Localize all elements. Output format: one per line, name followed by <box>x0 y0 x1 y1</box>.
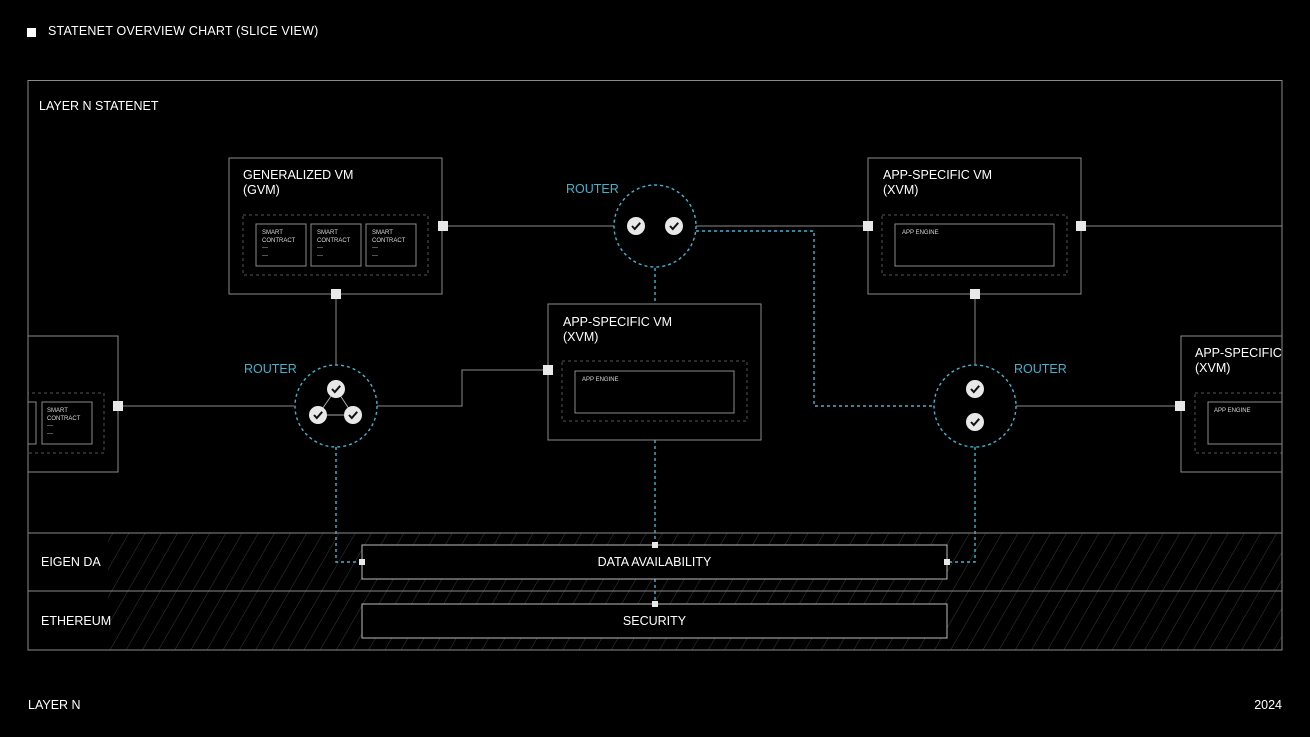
footer-year: 2024 <box>1254 698 1282 712</box>
header-bullet-icon <box>27 28 36 37</box>
check-icon <box>327 380 345 398</box>
check-icon <box>627 217 645 235</box>
check-icon <box>665 217 683 235</box>
check-icon <box>309 406 327 424</box>
router-left-label: ROUTER <box>244 362 297 376</box>
page-title: STATENET OVERVIEW CHART (SLICE VIEW) <box>48 24 319 38</box>
gvm-box <box>228 157 443 295</box>
check-icon <box>966 413 984 431</box>
xvm-top-box <box>867 157 1082 295</box>
router-top-label: ROUTER <box>566 182 619 196</box>
gvm-title: GENERALIZED VM(GVM) <box>243 168 354 197</box>
xvm-top-engine-label: APP ENGINE <box>902 230 939 236</box>
eigen-da-label: EIGEN DA <box>41 555 101 569</box>
router-circles <box>294 184 1017 448</box>
router-top-circle <box>613 184 697 268</box>
router-right-label: ROUTER <box>1014 362 1067 376</box>
xvm-top-title: APP-SPECIFIC VM(XVM) <box>883 168 993 197</box>
xvm-center-title: APP-SPECIFIC VM(XVM) <box>563 315 673 344</box>
statenet-frame <box>27 80 1283 651</box>
xvm-center-box <box>547 303 762 441</box>
router-left-circle <box>294 364 378 448</box>
check-icon <box>966 380 984 398</box>
data-availability-box: DATA AVAILABILITY <box>597 555 712 569</box>
dashed-connectors <box>335 230 976 604</box>
xvm-right-clip: APP-SPECIFIC(XVM) APP ENGINE <box>1183 330 1282 480</box>
xvm-right-engine-label: APP ENGINE <box>1214 408 1251 414</box>
xvm-right-title: APP-SPECIFIC(XVM) <box>1195 346 1282 375</box>
router-right-circle <box>933 364 1017 448</box>
footer-brand: LAYER N <box>28 698 81 712</box>
solid-connectors <box>118 225 1282 407</box>
security-box: SECURITY <box>622 614 687 628</box>
ethereum-label: ETHEREUM <box>41 614 112 628</box>
check-icon <box>344 406 362 424</box>
statenet-frame-title: LAYER N STATENET <box>39 99 159 113</box>
xvm-right-box <box>1180 335 1282 473</box>
xvm-center-engine-label: APP ENGINE <box>582 377 619 383</box>
check-icons <box>309 217 984 431</box>
port-squares <box>113 221 1185 607</box>
left-vm-box <box>28 335 119 473</box>
